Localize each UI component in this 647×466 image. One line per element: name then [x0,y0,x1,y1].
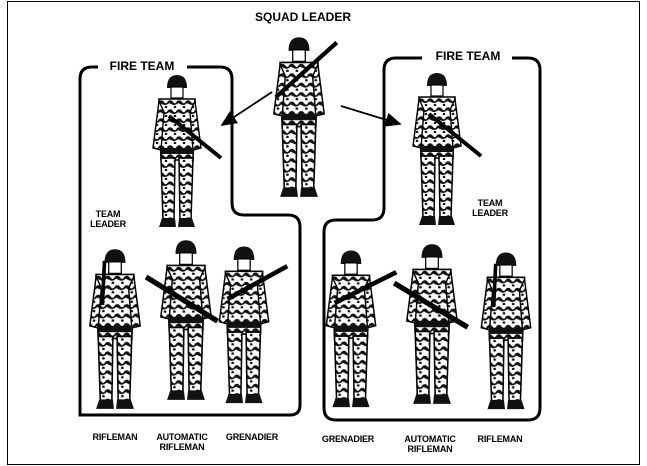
right-member-2-line1: AUTOMATIC [398,434,462,444]
right-rifleman-figure [481,253,530,410]
squad-leader-label: SQUAD LEADER [255,12,345,23]
squad-leader-figure [274,37,337,197]
right-rifleman-label: RIFLEMAN [470,434,530,444]
left-grenadier-label: GRENADIER [220,432,284,442]
right-fire-team-title: FIRE TEAM [426,51,510,62]
left-member-2-line2: RIFLEMAN [150,442,214,452]
right-member-1-line1: GRENADIER [316,434,380,444]
left-rifleman-figure [90,249,140,409]
left-member-3-line1: GRENADIER [220,432,284,442]
left-rifleman-label: RIFLEMAN [85,432,145,442]
right-grenadier-label: GRENADIER [316,434,380,444]
left-team-leader-line2: LEADER [88,219,128,229]
left-member-1-line1: RIFLEMAN [85,432,145,442]
left-team-leader-figure [153,75,221,227]
left-team-leader-label: TEAM LEADER [88,209,128,229]
right-automatic-rifleman-figure [394,244,468,404]
left-grenadier-figure [219,247,287,404]
left-fire-team-title: FIRE TEAM [100,61,184,72]
left-member-2-line1: AUTOMATIC [150,432,214,442]
right-member-2-line2: RIFLEMAN [398,444,462,454]
arrow-to-left-team-leader [222,92,272,125]
left-automatic-rifleman-label: AUTOMATIC RIFLEMAN [150,432,214,452]
right-automatic-rifleman-label: AUTOMATIC RIFLEMAN [398,434,462,454]
right-grenadier-figure [326,251,396,408]
arrow-to-right-team-leader [341,106,400,124]
left-team-leader-line1: TEAM [88,209,128,219]
right-team-leader-label: TEAM LEADER [470,198,510,218]
right-team-leader-line2: LEADER [470,208,510,218]
right-member-3-line1: RIFLEMAN [470,434,530,444]
left-automatic-rifleman-figure [146,240,217,400]
right-team-leader-line1: TEAM [470,198,510,208]
